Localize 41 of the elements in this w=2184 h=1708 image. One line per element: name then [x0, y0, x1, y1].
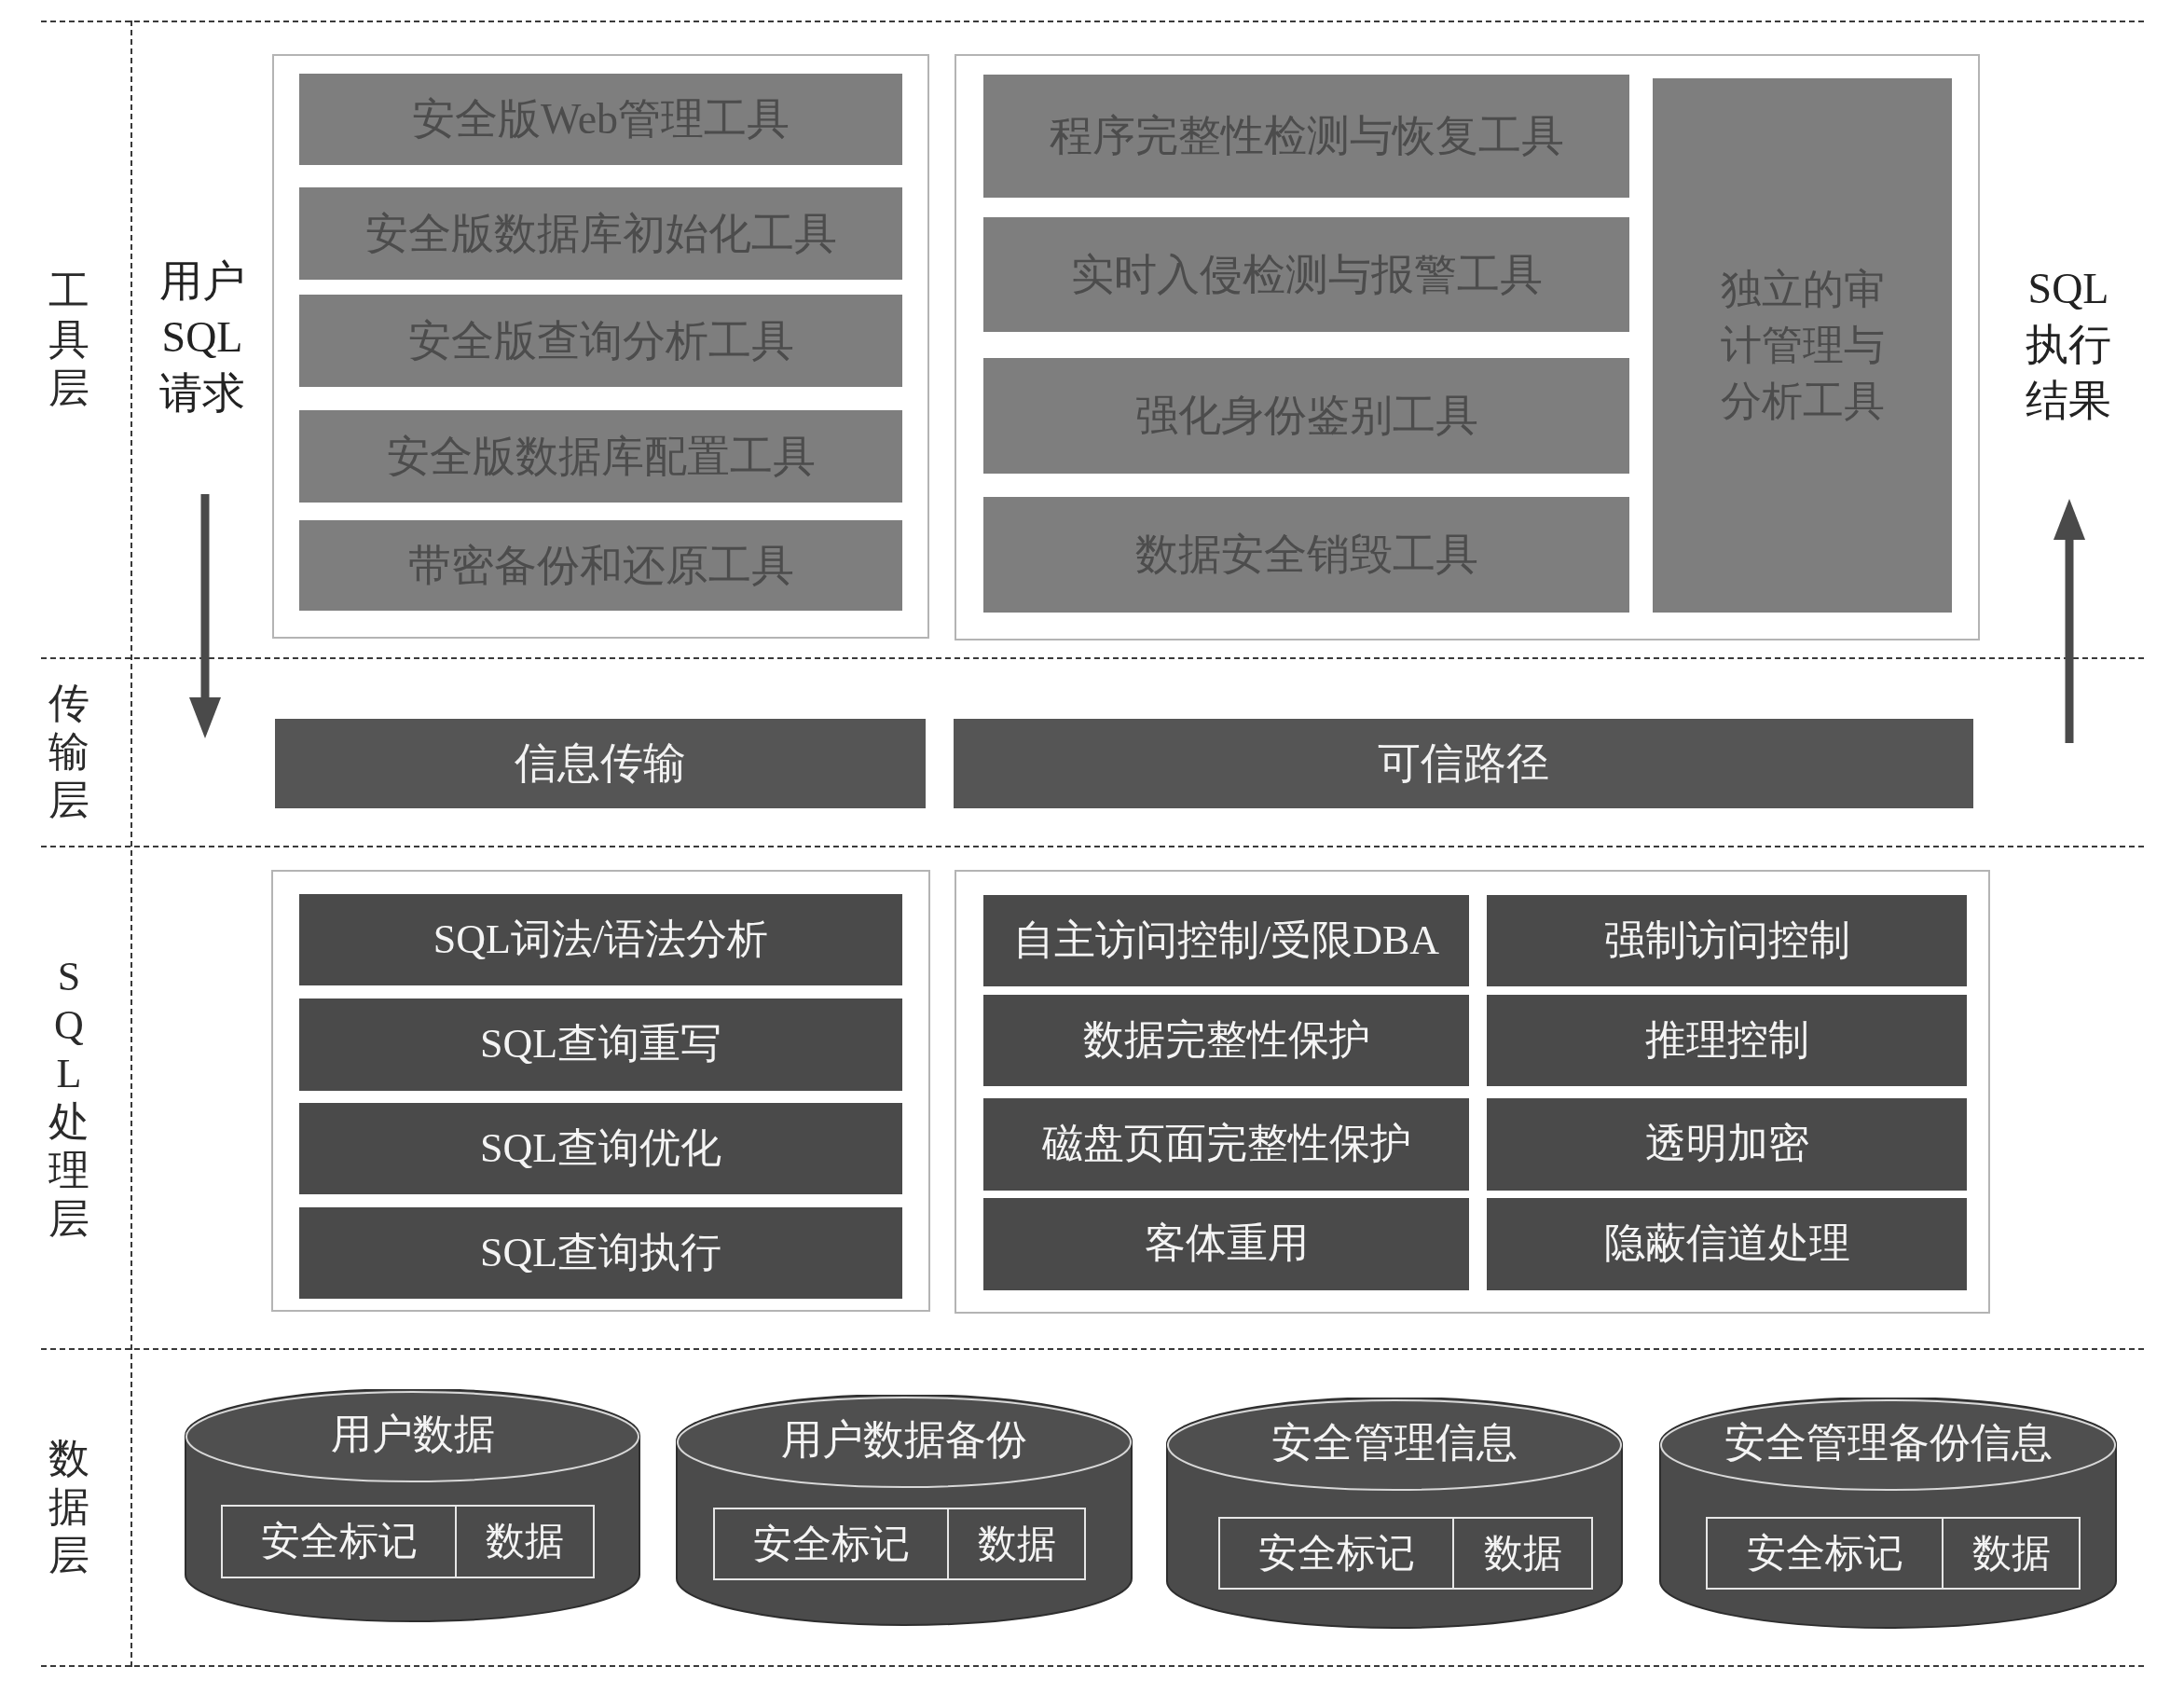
- module-block: 推理控制: [1487, 995, 1967, 1086]
- module-block: 自主访问控制/受限DBA: [983, 895, 1469, 986]
- module-block: 强制访问控制: [1487, 895, 1967, 986]
- cylinder-title: 安全管理备份信息: [1724, 1419, 2053, 1467]
- module-block: 数据完整性保护: [983, 995, 1469, 1086]
- database-cylinder: [1658, 1398, 2118, 1630]
- group-panel: [272, 54, 929, 639]
- side-label: 用户SQL请求: [158, 256, 246, 419]
- layer-label: 工具层: [48, 267, 90, 413]
- database-cylinder: [184, 1389, 641, 1623]
- side-label: SQL执行结果: [2025, 264, 2112, 426]
- record-field: 安全标记: [221, 1505, 457, 1578]
- record-field: 数据: [455, 1505, 595, 1578]
- group-panel: [271, 870, 930, 1312]
- cylinder-title: 用户数据备份: [781, 1416, 1027, 1465]
- cylinder-title: 用户数据: [330, 1411, 495, 1459]
- module-block: SQL查询优化: [299, 1103, 902, 1194]
- layer-label: SQL处理层: [48, 952, 90, 1244]
- record-field: 数据: [947, 1508, 1086, 1580]
- module-block: SQL词法/语法分析: [299, 894, 902, 985]
- module-block: 隐蔽信道处理: [1487, 1198, 1967, 1290]
- cylinder-title: 安全管理信息: [1271, 1419, 1518, 1467]
- channel-bar: 信息传输: [275, 719, 926, 808]
- group-panel: [955, 870, 1990, 1314]
- layer-band: [41, 1348, 2144, 1667]
- record-field: 安全标记: [713, 1508, 949, 1580]
- layer-label: 传输层: [48, 680, 90, 825]
- layer-label: 数据层: [48, 1435, 90, 1580]
- database-cylinder: [675, 1395, 1133, 1627]
- module-block: 磁盘页面完整性保护: [983, 1098, 1469, 1191]
- record-field: 数据: [1452, 1517, 1593, 1590]
- module-block: 透明加密: [1487, 1098, 1967, 1191]
- channel-bar: 可信路径: [954, 719, 1973, 808]
- database-cylinder: [1165, 1398, 1624, 1630]
- module-block: SQL查询执行: [299, 1207, 902, 1299]
- module-block: 客体重用: [983, 1198, 1469, 1290]
- record-field: 安全标记: [1218, 1517, 1454, 1590]
- group-panel: [955, 54, 1980, 640]
- module-block: SQL查询重写: [299, 999, 902, 1091]
- record-field: 数据: [1942, 1517, 2081, 1590]
- record-field: 安全标记: [1706, 1517, 1944, 1590]
